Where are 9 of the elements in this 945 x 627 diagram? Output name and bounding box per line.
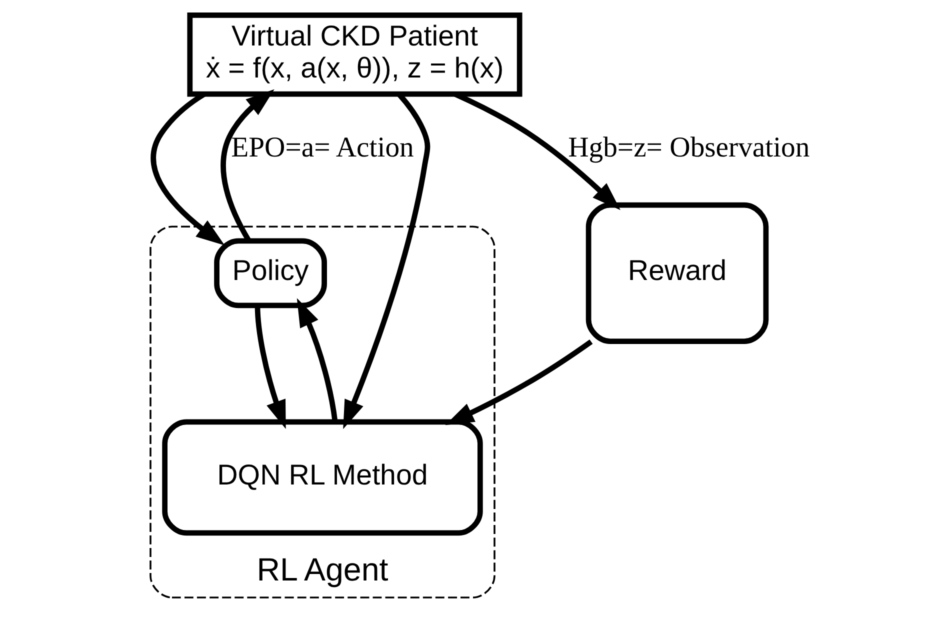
arrow <box>296 298 338 422</box>
node-box: Policy <box>214 238 326 308</box>
node-box: Virtual CKD Patient ẋ = f(x, a(x, θ)), z = h(x) <box>186 12 522 97</box>
arrow <box>254 305 286 430</box>
edge-label: Hgb=z= Observation <box>568 131 810 164</box>
arrow <box>444 339 592 426</box>
node-box: DQN RL Method <box>162 419 482 536</box>
node-box: Reward <box>585 202 768 344</box>
edge-label: EPO=a= Action <box>230 131 414 164</box>
